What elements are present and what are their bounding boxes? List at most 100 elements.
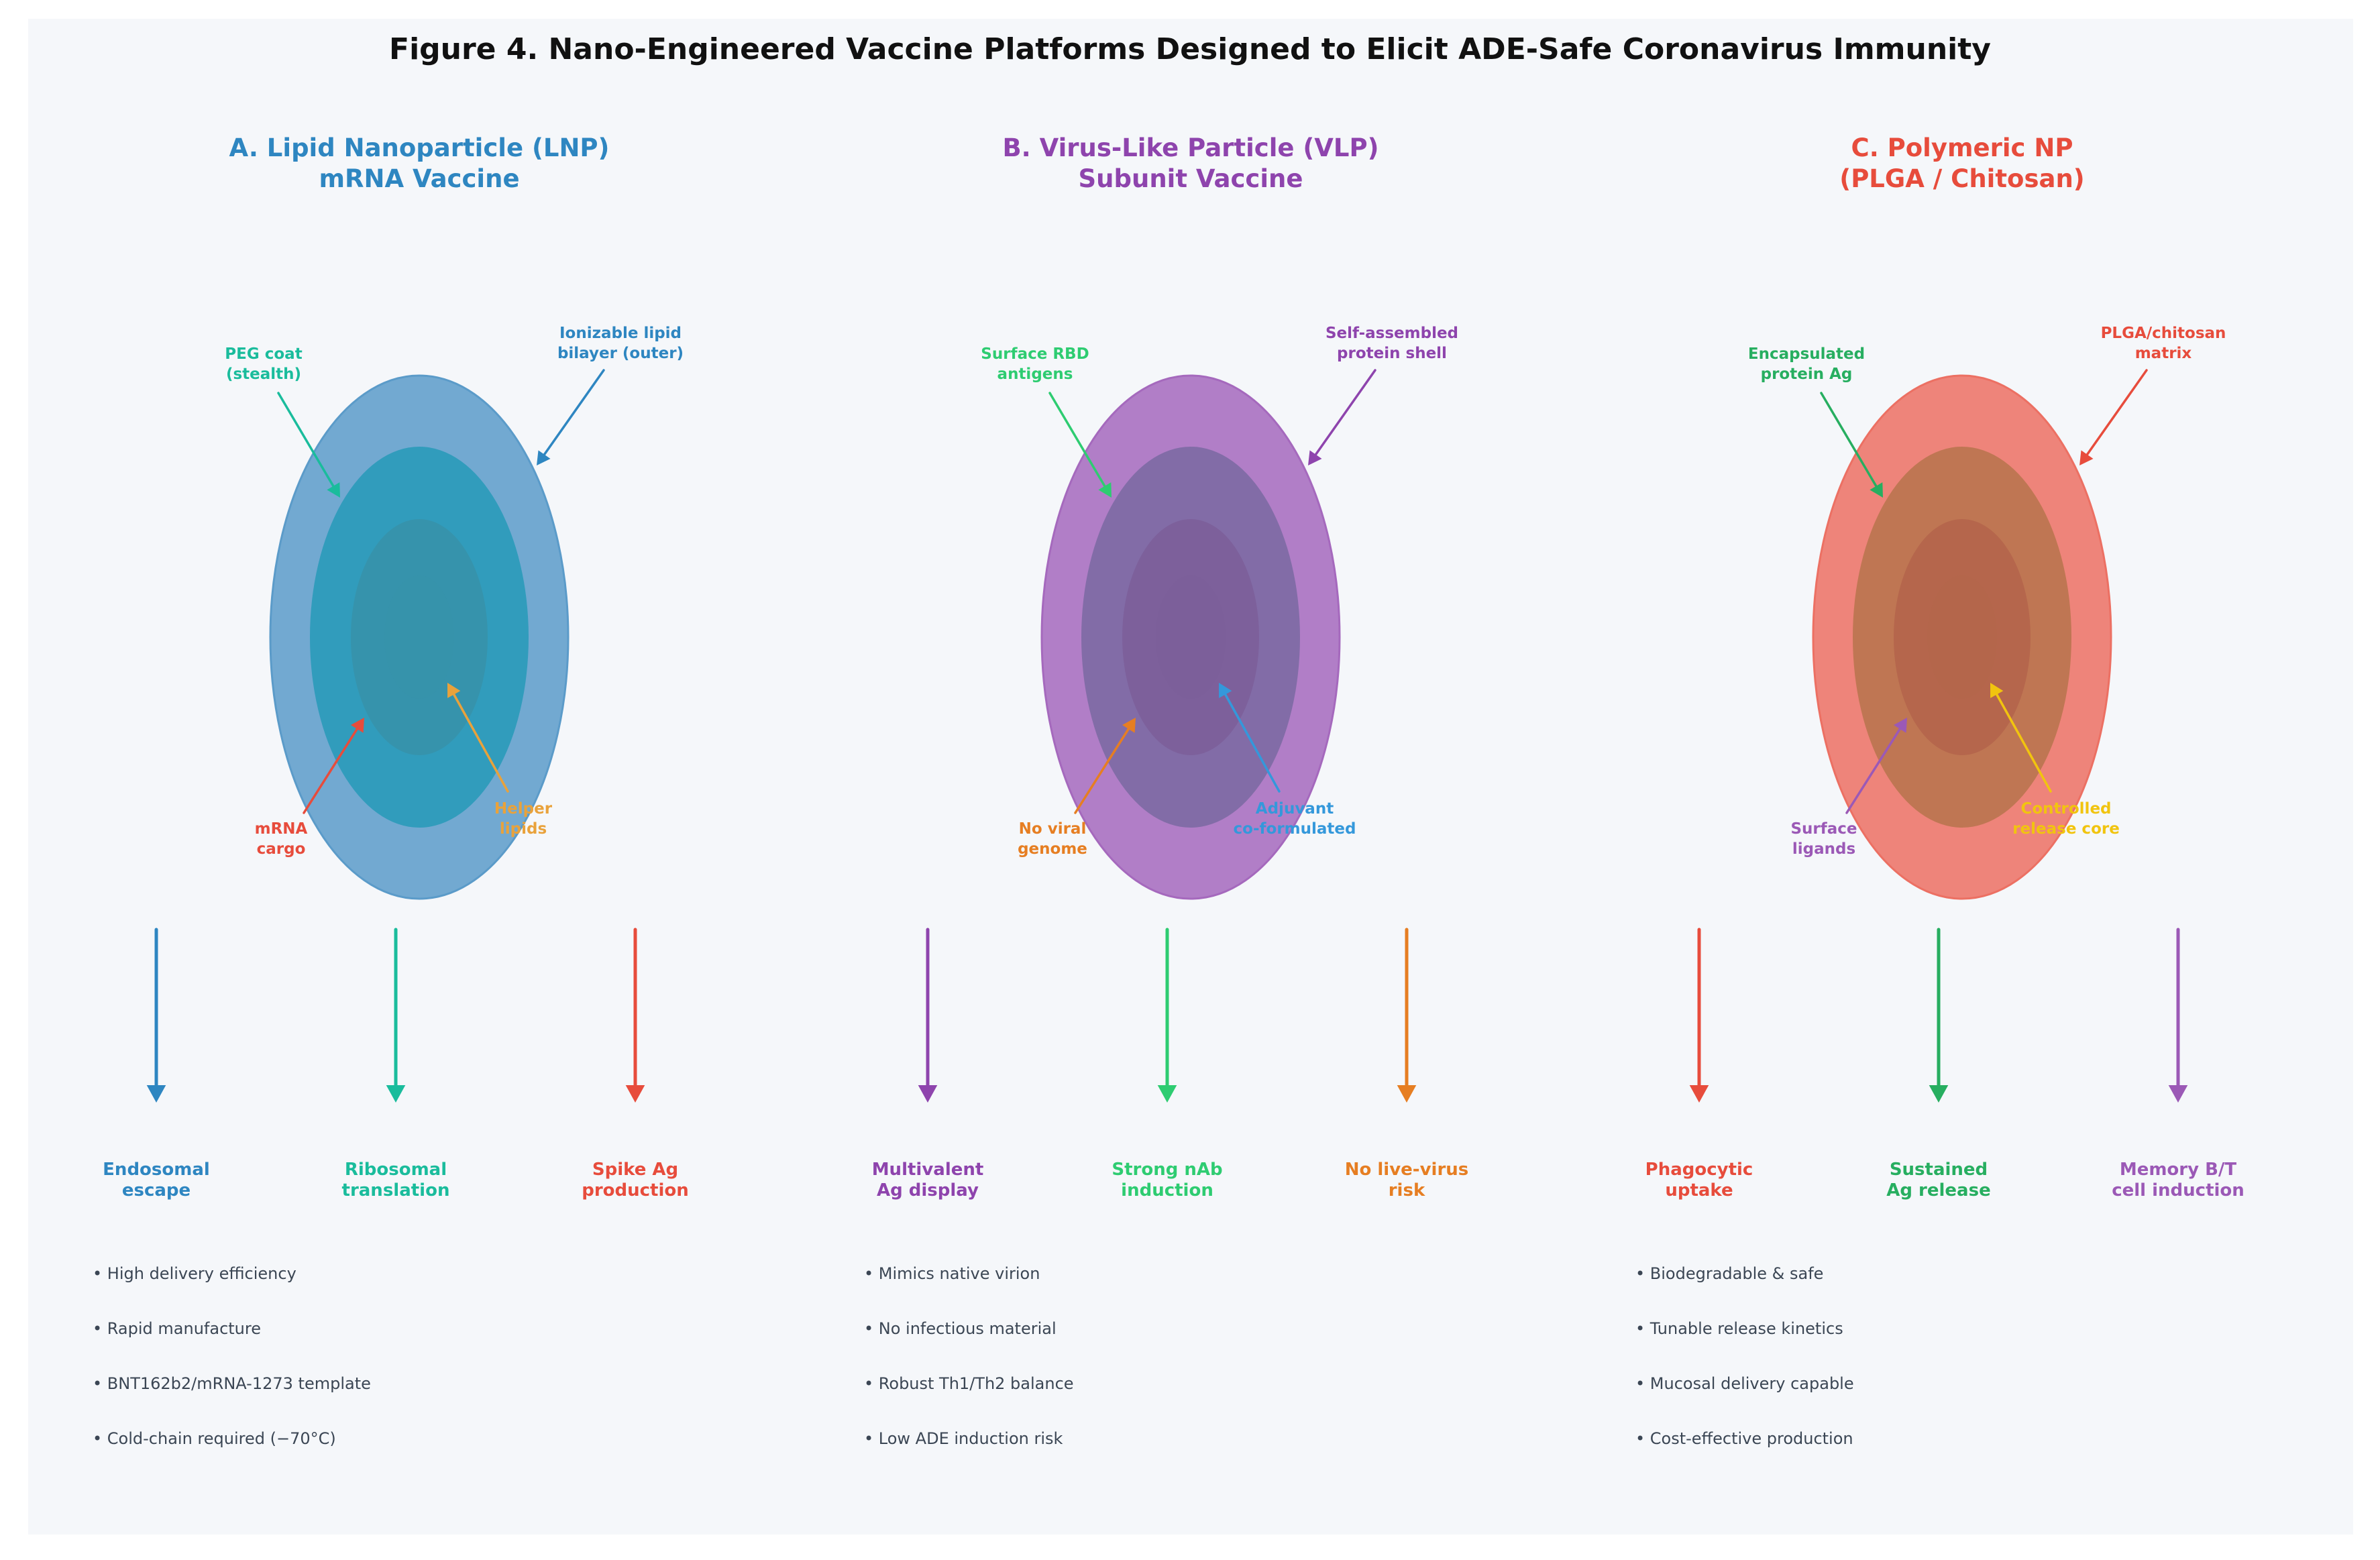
panel-title: A. Lipid Nanoparticle (LNP) <box>229 133 610 162</box>
callout-arrow-top-left <box>1820 392 1883 498</box>
callout-top-left-line: Encapsulated <box>1748 345 1865 363</box>
callout-top-left-line: PEG coat <box>225 345 302 363</box>
bullet-item: • High delivery efficiency <box>93 1264 296 1283</box>
callout-arrow-top-right-head <box>1308 450 1322 465</box>
callout-arrow-bottom-right-head <box>1990 683 2004 698</box>
outcome-label-line: cell induction <box>2112 1180 2244 1201</box>
callout-arrow-bottom-left <box>1074 718 1136 814</box>
outcome-label-line: Ag release <box>1886 1180 1990 1201</box>
bullet-item: • Rapid manufacture <box>93 1319 261 1338</box>
outcome-arrow <box>918 928 938 1103</box>
outcome-label-line: translation <box>342 1180 450 1201</box>
advantages-list: • High delivery efficiency • Rapid manufa… <box>93 1264 371 1448</box>
panel-c: C. Polymeric NP(PLGA / Chitosan) Encapsul… <box>1635 133 2244 1448</box>
panel-title: C. Polymeric NP <box>1851 133 2073 162</box>
outcome-arrow-head <box>1397 1085 1417 1103</box>
callout-arrow-top-right-shaft <box>1314 369 1376 456</box>
particle-core <box>384 575 454 699</box>
callout-arrow-bottom-left-shaft <box>1074 728 1130 814</box>
callout-bottom-left-line: cargo <box>257 840 306 858</box>
outcome-label-line: Phagocytic <box>1645 1160 1753 1180</box>
callout-arrow-bottom-right <box>1990 683 2052 793</box>
callout-arrow-top-left-head <box>1870 482 1883 498</box>
callout-arrow-top-left <box>1048 392 1112 498</box>
bullet-item: • No infectious material <box>864 1319 1057 1338</box>
callout-bottom-left-line: No viral <box>1019 820 1087 838</box>
outcome-arrow <box>1397 928 1417 1103</box>
callout-arrow-top-left-shaft <box>1048 392 1106 488</box>
callout-arrow-top-left-head <box>1098 482 1112 498</box>
particle-callouts: PEG coat(stealth)Ionizable lipidbilayer … <box>225 325 684 858</box>
outcome-arrow-head <box>1689 1085 1709 1103</box>
callout-top-left-line: protein Ag <box>1761 366 1853 383</box>
outcome-arrow <box>1929 928 1949 1103</box>
callout-arrow-top-right <box>1308 369 1376 465</box>
callout-arrow-bottom-left-shaft <box>303 728 359 814</box>
panel-a: A. Lipid Nanoparticle (LNP)mRNA VaccineP… <box>93 133 689 1448</box>
callout-arrow-bottom-right-head <box>447 683 461 698</box>
callout-bottom-right-line: release core <box>2012 820 2120 838</box>
outcome-arrow-head <box>1929 1085 1949 1103</box>
callout-arrow-top-left-shaft <box>1820 392 1878 488</box>
callout-bottom-right-line: Adjuvant <box>1256 800 1334 818</box>
outcome-arrow-head <box>146 1085 166 1103</box>
callout-top-left: PEG coat (stealth) <box>225 345 302 383</box>
particle-core <box>1927 575 1997 699</box>
outcome-label-line: escape <box>122 1180 191 1201</box>
outcome-label-line: Ribosomal <box>345 1160 447 1180</box>
outcome-arrow <box>625 928 645 1103</box>
particle-core <box>1156 575 1226 699</box>
bullet-item: • Robust Th1/Th2 balance <box>864 1374 1074 1393</box>
panel-title: B. Virus-Like Particle (VLP) <box>1002 133 1378 162</box>
bullet-item: • Cost-effective production <box>1635 1429 1853 1448</box>
callout-arrow-top-right-head <box>537 450 551 465</box>
callout-top-left-line: Surface RBD <box>981 345 1089 363</box>
callout-top-left: Encapsulated protein Ag <box>1748 345 1865 383</box>
outcome-arrow-head <box>918 1085 938 1103</box>
outcome-label-line: Sustained <box>1890 1160 1988 1180</box>
callout-bottom-right-line: lipids <box>500 820 547 838</box>
panel-subtitle: mRNA Vaccine <box>319 164 519 193</box>
outcome-label-line: Memory B/T <box>2120 1160 2237 1180</box>
outcome-label-line: uptake <box>1665 1180 1733 1201</box>
bullet-item: • Mimics native virion <box>864 1264 1040 1283</box>
bullet-item: • Tunable release kinetics <box>1635 1319 1843 1338</box>
callout-arrow-bottom-right-shaft <box>1224 693 1281 793</box>
outcome-label-line: induction <box>1121 1180 1213 1201</box>
outcome-arrow-head <box>386 1085 406 1103</box>
callout-arrow-bottom-left-shaft <box>1845 728 1902 814</box>
callout-top-left-line: (stealth) <box>226 366 301 383</box>
callout-bottom-left-line: ligands <box>1792 840 1855 858</box>
callout-arrow-bottom-left <box>303 718 364 814</box>
callout-top-right-line: protein shell <box>1337 345 1447 362</box>
outcome-arrow <box>146 928 166 1103</box>
callout-arrow-bottom-right <box>447 683 509 793</box>
callout-arrow-bottom-left <box>1845 718 1907 814</box>
callout-arrow-top-right-head <box>2079 450 2094 465</box>
advantages-list: • Mimics native virion • No infectious ma… <box>864 1264 1074 1448</box>
callout-bottom-right-line: Controlled <box>2020 800 2111 818</box>
callout-bottom-left-line: mRNA <box>255 820 308 838</box>
outcome-label-line: Endosomal <box>103 1160 210 1180</box>
callout-arrow-top-right-shaft <box>543 369 605 456</box>
outcome-arrow-head <box>1157 1085 1177 1103</box>
callout-top-right-line: Ionizable lipid <box>559 325 682 342</box>
outcome-label-line: No live-virus <box>1345 1160 1469 1180</box>
callout-bottom-right: Controlled release core <box>2012 800 2120 838</box>
panel-subtitle: (PLGA / Chitosan) <box>1839 164 2084 193</box>
callout-arrow-top-right <box>537 369 605 465</box>
figure-title: Figure 4. Nano-Engineered Vaccine Platfo… <box>389 32 1991 66</box>
callout-bottom-right-line: Helper <box>494 800 553 818</box>
callout-arrow-bottom-right-shaft <box>1995 693 2052 793</box>
